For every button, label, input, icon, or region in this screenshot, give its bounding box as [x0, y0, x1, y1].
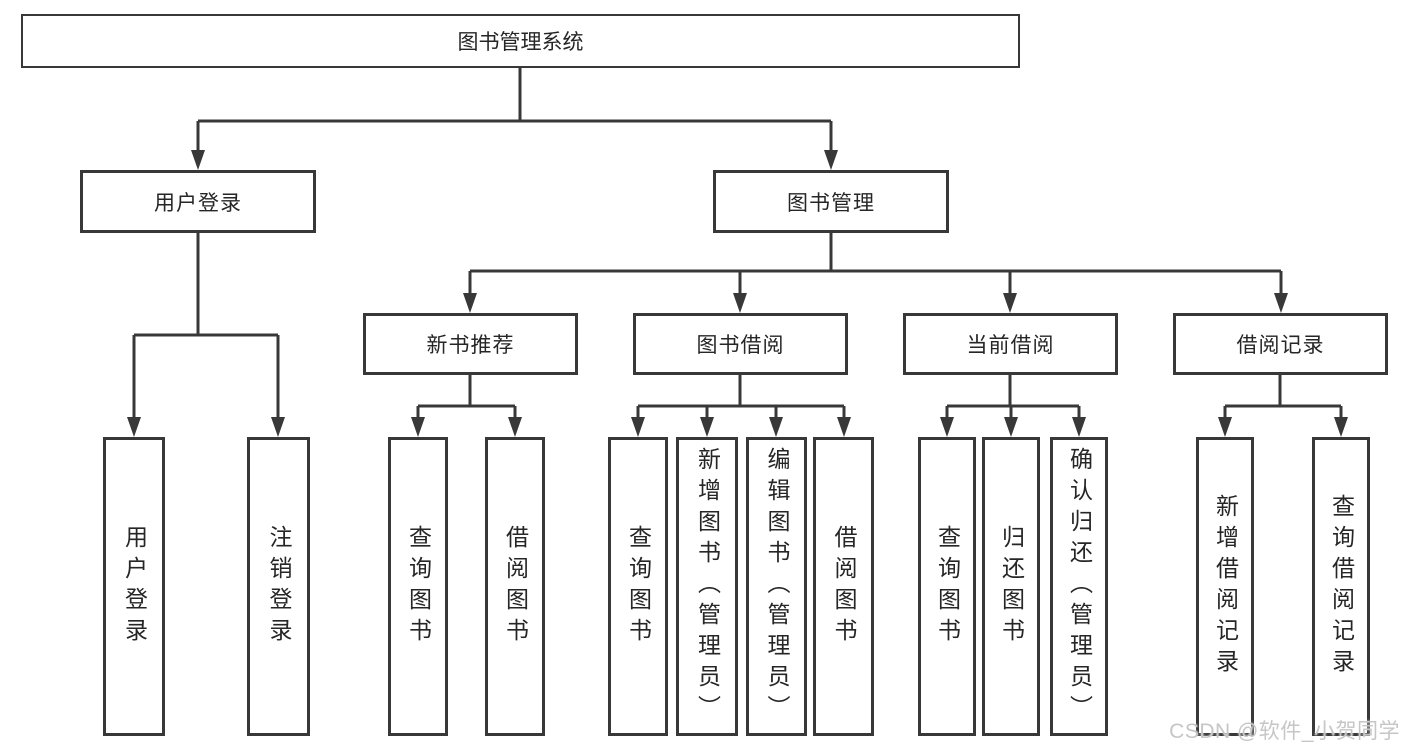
node-label: 查询图书 — [625, 524, 652, 649]
node-label: 确认归还（管理员） — [1066, 447, 1093, 726]
node-label: 查询图书 — [405, 524, 432, 649]
node-system-root: 图书管理系统 — [21, 14, 1020, 68]
node-current-borrow: 当前借阅 — [903, 313, 1118, 375]
node-leaf-add-borrow-record: 新增借阅记录 — [1196, 437, 1254, 736]
node-leaf-borrow-books: 借阅图书 — [813, 437, 874, 736]
connector-root-to-level2 — [191, 68, 838, 170]
node-label: 借阅图书 — [831, 524, 857, 649]
node-label: 新增图书（管理员） — [694, 447, 721, 726]
node-borrow-records: 借阅记录 — [1173, 313, 1388, 375]
node-leaf-user-login: 用户登录 — [103, 437, 165, 736]
node-label: 借阅图书 — [502, 524, 529, 649]
node-label: 注销登录 — [266, 524, 292, 649]
connector-borrow-records-to-leaves — [1218, 375, 1348, 437]
node-leaf-query-books: 查询图书 — [608, 437, 668, 736]
node-book-borrow: 图书借阅 — [633, 313, 848, 375]
connector-book-borrow-to-leaves — [631, 375, 851, 437]
node-label: 编辑图书（管理员） — [764, 447, 790, 726]
csdn-watermark: CSDN @软件_小贺同学 — [1169, 720, 1400, 743]
connector-new-book-to-leaves — [411, 375, 522, 437]
node-label: 归还图书 — [998, 524, 1025, 649]
node-book-management: 图书管理 — [713, 170, 949, 233]
node-leaf-logout: 注销登录 — [247, 437, 310, 736]
node-label: 新增借阅记录 — [1212, 493, 1239, 680]
node-leaf-confirm-return-admin: 确认归还（管理员） — [1050, 437, 1108, 736]
connector-user-login-to-leaves — [127, 233, 285, 437]
node-user-login: 用户登录 — [80, 170, 316, 233]
node-leaf-query-borrow-record: 查询借阅记录 — [1312, 437, 1370, 736]
node-leaf-query-books: 查询图书 — [918, 437, 976, 736]
node-label: 查询图书 — [934, 524, 961, 649]
node-label: 查询借阅记录 — [1328, 493, 1355, 680]
node-leaf-return-books: 归还图书 — [982, 437, 1040, 736]
connector-current-borrow-to-leaves — [940, 375, 1086, 437]
node-leaf-add-books-admin: 新增图书（管理员） — [676, 437, 738, 736]
node-new-book-recommend: 新书推荐 — [363, 313, 578, 375]
node-label: 用户登录 — [121, 524, 148, 649]
node-leaf-edit-books-admin: 编辑图书（管理员） — [746, 437, 807, 736]
node-leaf-query-books: 查询图书 — [388, 437, 448, 736]
connector-book-management-to-level3 — [463, 233, 1288, 313]
node-leaf-borrow-books: 借阅图书 — [485, 437, 545, 736]
